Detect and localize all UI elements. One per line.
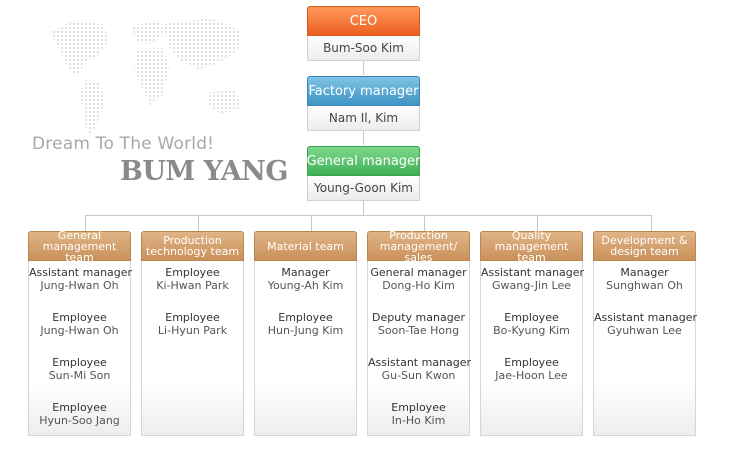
team-members: Manager Sunghwan Oh Assistant manager Gy… <box>593 261 698 436</box>
member-name: Bo-Kyung Kim <box>493 324 570 337</box>
connector-team-drop <box>311 215 312 231</box>
team-production-management-sales: Production management/ sales General man… <box>367 230 472 436</box>
team-general-management: General management team Assistant manage… <box>28 230 133 436</box>
member-name: Sun-Mi Son <box>48 369 111 382</box>
member-role: Employee <box>52 356 107 369</box>
connector-team-drop <box>537 215 538 231</box>
team-name: General management team <box>28 230 131 263</box>
member-name: Jae-Hoon Lee <box>495 369 568 382</box>
exec-general-manager: General manager Young-Goon Kim <box>307 146 420 201</box>
team-name: Quality management team <box>480 230 583 263</box>
team-production-technology: Production technology team Employee Ki-H… <box>141 231 244 436</box>
team-member: Deputy manager Soon-Tae Hong <box>368 311 469 356</box>
member-name: In-Ho Kim <box>391 414 446 427</box>
team-member: Manager Sunghwan Oh <box>594 266 695 311</box>
member-role: Employee <box>165 266 220 279</box>
world-map-graphic <box>50 18 240 138</box>
member-name: Jung-Hwan Oh <box>40 324 119 337</box>
member-name: Ki-Hwan Park <box>156 279 229 292</box>
team-quality-management: Quality management team Assistant manage… <box>480 230 585 436</box>
connector-team-drop <box>424 215 425 231</box>
exec-title: General manager <box>307 146 420 176</box>
exec-ceo: CEO Bum-Soo Kim <box>307 6 420 61</box>
member-role: Assistant manager <box>594 311 698 324</box>
member-role: Employee <box>165 311 220 324</box>
team-member: Employee Bo-Kyung Kim <box>481 311 582 356</box>
team-member: Employee Hun-Jung Kim <box>255 311 356 356</box>
team-member: Employee Ki-Hwan Park <box>142 266 243 311</box>
slogan-text: Dream To The World! <box>32 134 215 154</box>
team-member: General manager Dong-Ho Kim <box>368 266 469 311</box>
member-role: Deputy manager <box>372 311 465 324</box>
member-name: Soon-Tae Hong <box>377 324 460 337</box>
team-name: Development & design team <box>593 231 696 261</box>
member-role: Manager <box>620 266 669 279</box>
member-name: Li-Hyun Park <box>157 324 228 337</box>
member-name: Jung-Hwan Oh <box>40 279 119 292</box>
member-role: Employee <box>52 401 107 414</box>
connector-ceo-factory <box>363 61 364 75</box>
brand-logo-text: BUM YANG <box>120 156 288 187</box>
team-member: Employee In-Ho Kim <box>368 401 469 446</box>
team-members: Manager Young-Ah Kim Employee Hun-Jung K… <box>254 261 357 436</box>
exec-name: Young-Goon Kim <box>307 176 420 201</box>
member-role: Manager <box>281 266 330 279</box>
exec-title: CEO <box>307 6 420 36</box>
member-name: Gyuhwan Lee <box>607 324 682 337</box>
member-name: Gu-Sun Kwon <box>381 369 456 382</box>
member-role: Employee <box>391 401 446 414</box>
exec-factory-manager: Factory manager Nam Il, Kim <box>307 76 420 131</box>
exec-title: Factory manager <box>307 76 420 106</box>
exec-name: Bum-Soo Kim <box>307 36 420 61</box>
team-name: Material team <box>254 231 357 261</box>
connector-team-drop <box>651 215 652 231</box>
team-members: Employee Ki-Hwan Park Employee Li-Hyun P… <box>141 261 244 436</box>
team-name: Production management/ sales <box>367 230 470 263</box>
team-member: Assistant manager Gu-Sun Kwon <box>368 356 472 401</box>
member-role: Employee <box>278 311 333 324</box>
team-members: Assistant manager Gwang-Jin Lee Employee… <box>480 261 585 436</box>
exec-name: Nam Il, Kim <box>307 106 420 131</box>
connector-team-drop <box>198 215 199 231</box>
connector-general-teams <box>363 201 364 215</box>
member-role: Employee <box>504 311 559 324</box>
member-role: Assistant manager <box>481 266 585 279</box>
connector-team-drop <box>85 215 86 231</box>
member-role: Employee <box>52 311 107 324</box>
member-name: Hyun-Soo Jang <box>39 414 120 427</box>
team-development-design: Development & design team Manager Sunghw… <box>593 231 698 436</box>
member-name: Sunghwan Oh <box>606 279 683 292</box>
team-member: Assistant manager Jung-Hwan Oh <box>29 266 133 311</box>
member-name: Hun-Jung Kim <box>267 324 344 337</box>
member-role: Employee <box>504 356 559 369</box>
team-members: General manager Dong-Ho Kim Deputy manag… <box>367 261 472 436</box>
team-member: Manager Young-Ah Kim <box>255 266 356 311</box>
connector-team-bus <box>85 215 652 216</box>
member-role: Assistant manager <box>368 356 472 369</box>
team-member: Assistant manager Gyuhwan Lee <box>594 311 698 356</box>
team-member: Employee Hyun-Soo Jang <box>29 401 130 446</box>
team-material: Material team Manager Young-Ah Kim Emplo… <box>254 231 357 436</box>
member-name: Dong-Ho Kim <box>382 279 455 292</box>
team-name: Production technology team <box>141 231 244 261</box>
member-role: General manager <box>370 266 467 279</box>
team-member: Assistant manager Gwang-Jin Lee <box>481 266 585 311</box>
team-member: Employee Li-Hyun Park <box>142 311 243 356</box>
team-members: Assistant manager Jung-Hwan Oh Employee … <box>28 261 133 436</box>
team-member: Employee Jung-Hwan Oh <box>29 311 130 356</box>
connector-factory-general <box>363 131 364 145</box>
team-member: Employee Sun-Mi Son <box>29 356 130 401</box>
member-role: Assistant manager <box>29 266 133 279</box>
member-name: Young-Ah Kim <box>267 279 344 292</box>
member-name: Gwang-Jin Lee <box>491 279 572 292</box>
team-member: Employee Jae-Hoon Lee <box>481 356 582 401</box>
